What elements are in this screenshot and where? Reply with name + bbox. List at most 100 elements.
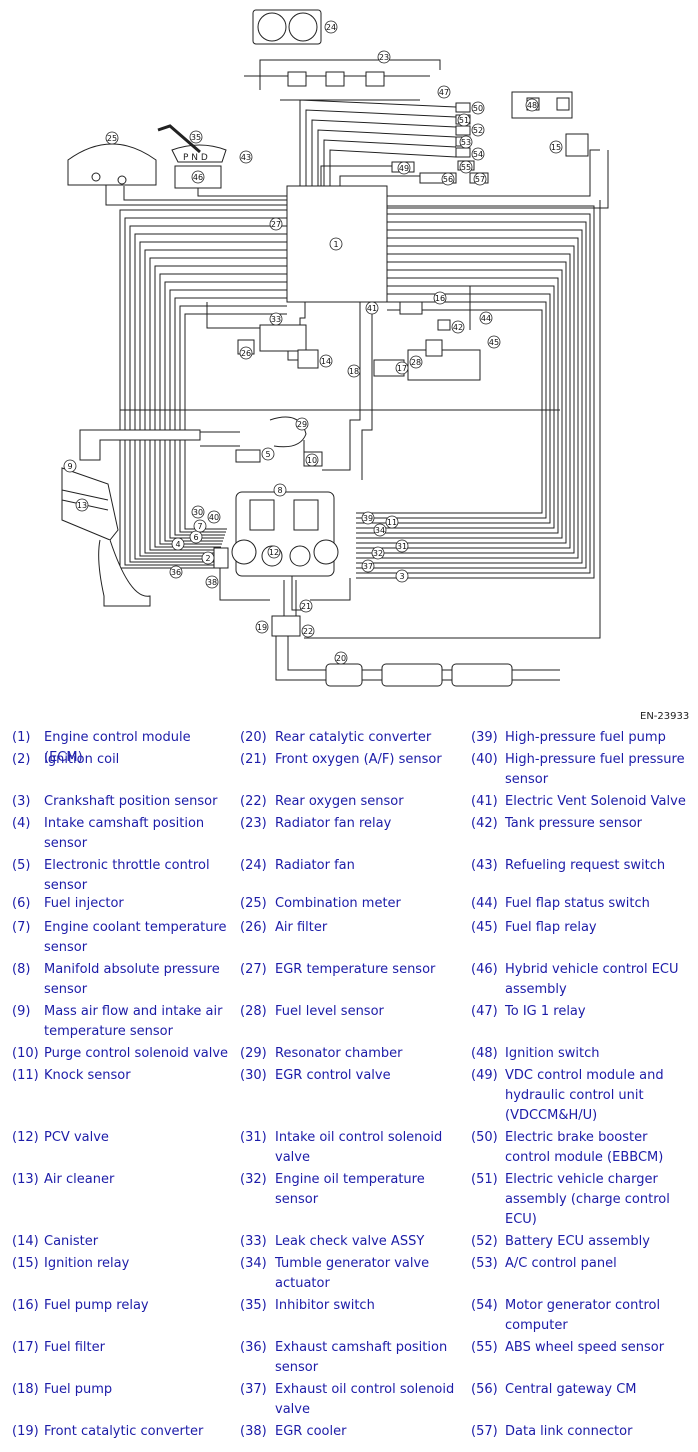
svg-text:53: 53	[461, 138, 471, 147]
callout-50: 50	[471, 101, 485, 115]
wire	[184, 313, 287, 530]
callout-39: 39	[361, 511, 375, 525]
callout-21: 21	[299, 599, 313, 613]
wire	[339, 175, 420, 186]
shift-letters: P N D	[183, 153, 208, 163]
svg-text:27: 27	[271, 220, 281, 229]
callout-56: 56	[441, 172, 455, 186]
air-cleaner-shape	[61, 467, 119, 541]
legend-number: (20)	[240, 730, 267, 745]
legend-label: Intake oil control solenoid valve	[275, 1130, 443, 1165]
callout-2: 2	[201, 551, 215, 565]
callout-48: 48	[525, 98, 539, 112]
legend-number: (7)	[12, 920, 31, 935]
svg-text:56: 56	[443, 175, 453, 184]
wire	[361, 302, 373, 480]
callout-19: 19	[255, 620, 269, 634]
callout-24: 24	[324, 20, 338, 34]
wire	[356, 309, 543, 514]
svg-text:34: 34	[375, 526, 385, 535]
wire	[356, 237, 579, 559]
legend-label: Fuel flap status switch	[505, 896, 650, 911]
svg-text:38: 38	[207, 578, 217, 587]
legend-number: (15)	[12, 1256, 39, 1271]
component-drawings	[61, 9, 589, 687]
wire	[356, 213, 591, 574]
legend-label: ABS wheel speed sensor	[505, 1340, 665, 1355]
svg-text:10: 10	[307, 456, 317, 465]
legend-number: (12)	[12, 1130, 39, 1145]
callout-7: 7	[193, 519, 207, 533]
legend-number: (11)	[12, 1068, 39, 1083]
callout-47: 47	[437, 85, 451, 99]
callout-8: 8	[273, 483, 287, 497]
callout-57: 57	[473, 172, 487, 186]
callout-10: 10	[305, 453, 319, 467]
legend-label: Tumble generator valve actuator	[275, 1256, 430, 1291]
wire	[387, 149, 600, 197]
radiator-fan-relay-1	[287, 71, 307, 87]
svg-text:52: 52	[473, 126, 483, 135]
legend-number: (48)	[471, 1046, 498, 1061]
callout-38: 38	[205, 575, 219, 589]
svg-text:35: 35	[191, 133, 201, 142]
canister-shape	[297, 349, 319, 369]
svg-text:6: 6	[193, 533, 198, 542]
legend-number: (33)	[240, 1234, 267, 1249]
legend-label: Tank pressure sensor	[505, 816, 643, 831]
wire	[304, 200, 601, 639]
svg-text:26: 26	[241, 349, 251, 358]
legend-label: Fuel injector	[44, 896, 124, 911]
legend-label: Fuel pump relay	[44, 1298, 149, 1313]
legend-label: EGR control valve	[275, 1068, 391, 1083]
legend-label: To IG 1 relay	[505, 1004, 586, 1019]
callout-26: 26	[239, 346, 253, 360]
svg-text:47: 47	[439, 88, 449, 97]
svg-text:49: 49	[399, 164, 409, 173]
callout-37: 37	[361, 559, 375, 573]
legend-number: (4)	[12, 816, 31, 831]
legend-number: (56)	[471, 1382, 498, 1397]
callout-33: 33	[269, 312, 283, 326]
legend-label: Data link connector	[505, 1424, 633, 1439]
legend-number: (28)	[240, 1004, 267, 1019]
legend-number: (23)	[240, 816, 267, 831]
callout-23: 23	[377, 50, 391, 64]
svg-text:4: 4	[175, 540, 180, 549]
callout-29: 29	[295, 417, 309, 431]
svg-text:55: 55	[461, 163, 471, 172]
legend-number: (47)	[471, 1004, 498, 1019]
legend-number: (19)	[12, 1424, 39, 1439]
wire	[356, 261, 567, 544]
legend-label: Electric Vent Solenoid Valve	[505, 794, 686, 809]
callout-27: 27	[269, 217, 283, 231]
callout-44: 44	[479, 311, 493, 325]
legend-label: Hybrid vehicle control ECU assembly	[505, 962, 679, 997]
legend-number: (46)	[471, 962, 498, 977]
legend-label: Electronic throttle control sensor	[44, 858, 210, 893]
legend-number: (18)	[12, 1382, 39, 1397]
legend-label: Motor generator control computer	[505, 1298, 661, 1333]
wire	[149, 257, 287, 551]
svg-text:14: 14	[321, 357, 331, 366]
wire	[134, 233, 287, 560]
front-catalytic-converter-shape	[271, 615, 301, 637]
legend-label: Fuel flap relay	[505, 920, 597, 935]
legend-number: (32)	[240, 1172, 267, 1187]
legend-label: Engine oil temperature sensor	[275, 1172, 425, 1207]
legend-label: Intake camshaft position sensor	[44, 816, 205, 851]
wire	[356, 245, 575, 554]
legend-number: (39)	[471, 730, 498, 745]
svg-text:33: 33	[271, 315, 281, 324]
legend-number: (54)	[471, 1298, 498, 1313]
callout-55: 55	[459, 160, 473, 174]
callout-25: 25	[105, 131, 119, 145]
wire	[119, 209, 287, 569]
wiring-harness	[105, 59, 609, 639]
legend-number: (9)	[12, 1004, 31, 1019]
wire	[144, 249, 287, 554]
legend-number: (10)	[12, 1046, 39, 1061]
callout-3: 3	[395, 569, 409, 583]
callout-46: 46	[191, 170, 205, 184]
legend-label: Refueling request switch	[505, 858, 666, 873]
